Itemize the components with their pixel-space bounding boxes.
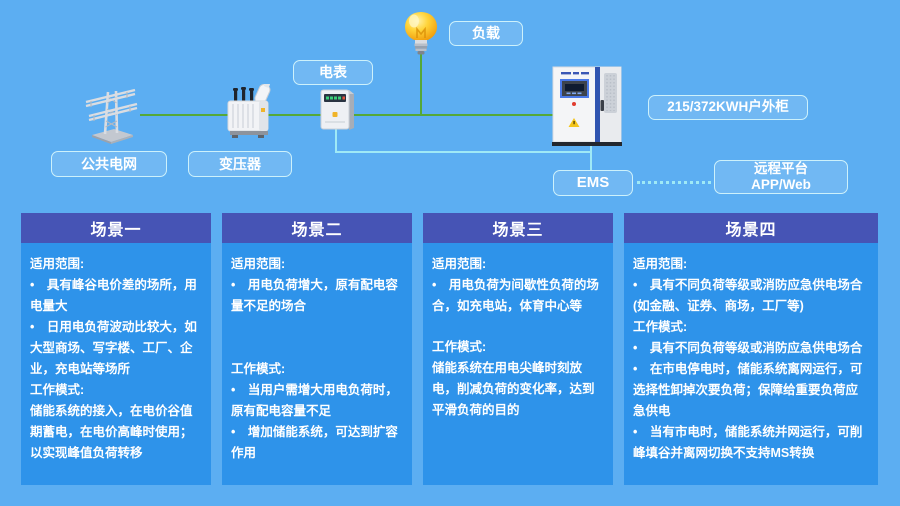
card-section: 适用范围: • 用电负荷增大，原有配电容量不足的场合 — [231, 254, 403, 317]
card-section: 适用范围: • 具有峰谷电价差的场所，用电量大 • 日用电负荷波动比较大，如大型商场… — [30, 254, 202, 380]
scenario-cards: 场景一适用范围: • 具有峰谷电价差的场所，用电量大 • 日用电负荷波动比较大，如大… — [21, 213, 878, 485]
scenario-card-body: 适用范围: • 用电负荷增大，原有配电容量不足的场合工作模式: • 当用户需增大用电… — [222, 243, 412, 464]
bullet-item: • 用电负荷增大，原有配电容量不足的场合 — [231, 278, 398, 313]
remote-platform-line2: APP/Web — [751, 177, 811, 192]
load-label: 负载 — [449, 21, 523, 46]
card-section: 工作模式: • 当用户需增大用电负荷时，原有配电容量不足 • 增加储能系统，可达到扩… — [231, 359, 403, 464]
cabinet-label-text: 215/372KWH户外柜 — [667, 99, 789, 115]
load-label-text: 负载 — [472, 25, 500, 42]
scenario-card-title: 场景二 — [222, 213, 412, 243]
scenario-card-title: 场景四 — [624, 213, 878, 243]
power-tower-icon — [85, 88, 138, 144]
card-section: 工作模式: 储能系统在用电尖峰时刻放电，削减负荷的变化率，达到平滑负荷的目的 — [432, 337, 604, 421]
ems-remote-dotted-line — [637, 181, 711, 184]
card-section: 适用范围: • 具有不同负荷等级或消防应急供电场合(如金融、证券、商场，工厂等) — [633, 254, 869, 317]
scenario-card-3: 场景三适用范围: • 用电负荷为间歇性负荷的场合，如充电站，体育中心等工作模式: 储… — [423, 213, 613, 485]
bullet-item: • 增加储能系统，可达到扩容作用 — [231, 425, 398, 460]
ems-label-text: EMS — [576, 174, 610, 191]
meter-label: 电表 — [293, 60, 373, 85]
card-section: 适用范围: • 用电负荷为间歇性负荷的场合，如充电站，体育中心等 — [432, 254, 604, 317]
paragraph-item: 储能系统在用电尖峰时刻放电，削减负荷的变化率，达到平滑负荷的目的 — [432, 361, 595, 417]
scenario-card-body: 适用范围: • 具有不同负荷等级或消防应急供电场合(如金融、证券、商场，工厂等) 工… — [624, 243, 878, 464]
storage-cabinet-icon — [552, 66, 622, 146]
scenario-card-1: 场景一适用范围: • 具有峰谷电价差的场所，用电量大 • 日用电负荷波动比较大，如大… — [21, 213, 211, 485]
bullet-item: • 具有峰谷电价差的场所，用电量大 — [30, 278, 197, 313]
remote-platform-line1: 远程平台 — [753, 160, 808, 176]
meter-drop-line — [335, 128, 337, 153]
bullet-item: • 当用户需增大用电负荷时，原有配电容量不足 — [231, 383, 398, 418]
cabinet-ems-line — [590, 143, 592, 171]
section-heading: 适用范围: — [30, 257, 85, 271]
meter-label-text: 电表 — [319, 64, 347, 81]
bullet-item: • 具有不同负荷等级或消防应急供电场合 — [633, 341, 863, 355]
scenario-card-4: 场景四适用范围: • 具有不同负荷等级或消防应急供电场合(如金融、证券、商场，工厂… — [624, 213, 878, 485]
transformer-label-text: 变压器 — [219, 155, 261, 172]
bullet-item: • 当有市电时，储能系统并网运行，可削峰填谷并离网切换不支持MS转换 — [633, 425, 863, 460]
scenario-card-2: 场景二适用范围: • 用电负荷增大，原有配电容量不足的场合工作模式: • 当用户需增… — [222, 213, 412, 485]
remote-platform-label: 远程平台 APP/Web — [714, 160, 848, 194]
scenario-card-body: 适用范围: • 用电负荷为间歇性负荷的场合，如充电站，体育中心等工作模式: 储能系统… — [423, 243, 613, 421]
load-drop-line — [420, 50, 422, 116]
section-heading: 工作模式: — [633, 320, 688, 334]
section-heading: 工作模式: — [432, 340, 487, 354]
section-heading: 适用范围: — [633, 257, 688, 271]
scenario-card-title: 场景三 — [423, 213, 613, 243]
section-heading: 适用范围: — [231, 257, 286, 271]
bullet-item: • 在市电停电时，储能系统离网运行，可选择性卸掉次要负荷；保障给重要负荷应急供电 — [633, 362, 863, 418]
scenario-card-body: 适用范围: • 具有峰谷电价差的场所，用电量大 • 日用电负荷波动比较大，如大型商场… — [21, 243, 211, 464]
section-heading: 适用范围: — [432, 257, 487, 271]
bullet-item: • 具有不同负荷等级或消防应急供电场合(如金融、证券、商场，工厂等) — [633, 278, 863, 313]
grid-label-text: 公共电网 — [81, 155, 137, 172]
card-section: 工作模式: • 具有不同负荷等级或消防应急供电场合 • 在市电停电时，储能系统离网运… — [633, 317, 869, 464]
section-heading: 工作模式: — [231, 362, 286, 376]
bullet-item: • 用电负荷为间歇性负荷的场合，如充电站，体育中心等 — [432, 278, 599, 313]
section-heading: 工作模式: — [30, 383, 85, 397]
energy-meter-icon — [320, 89, 354, 130]
cabinet-label: 215/372KWH户外柜 — [648, 95, 808, 120]
transformer-icon — [227, 84, 271, 138]
grid-label: 公共电网 — [51, 151, 167, 177]
meter-ems-line — [335, 151, 592, 153]
ems-label: EMS — [553, 170, 633, 196]
light-bulb-icon — [405, 12, 437, 55]
bullet-item: • 日用电负荷波动比较大，如大型商场、写字楼、工厂、企业，充电站等场所 — [30, 320, 197, 376]
transformer-label: 变压器 — [188, 151, 292, 177]
scenario-card-title: 场景一 — [21, 213, 211, 243]
card-section: 工作模式: 储能系统的接入，在电价谷值期蓄电，在电价高峰时使用；以实现峰值负荷转移 — [30, 380, 202, 464]
paragraph-item: 储能系统的接入，在电价谷值期蓄电，在电价高峰时使用；以实现峰值负荷转移 — [30, 404, 193, 460]
